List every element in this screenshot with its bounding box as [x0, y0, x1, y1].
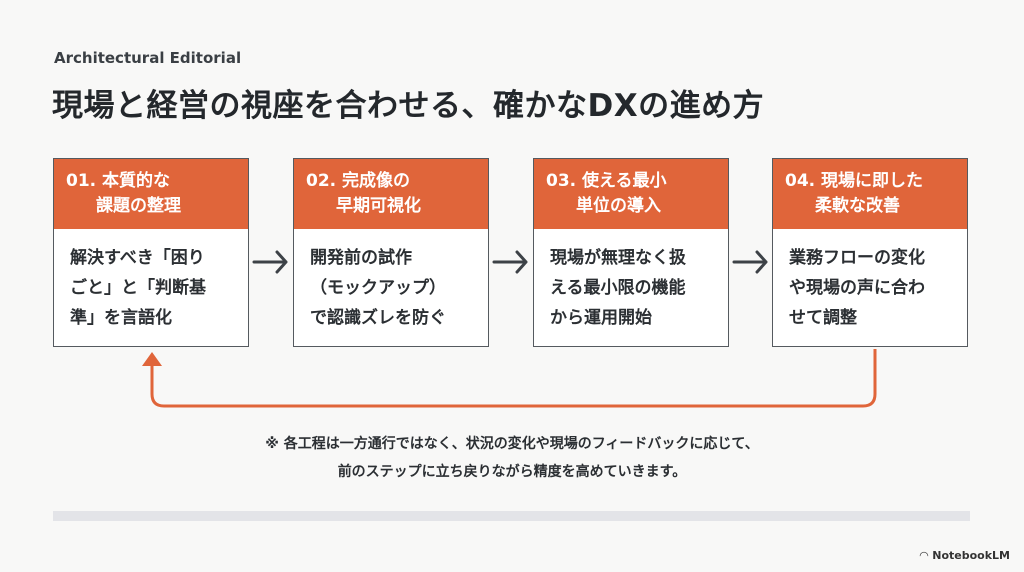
footnote-line: 前のステップに立ち戻りながら精度を高めていきます。	[337, 464, 687, 480]
arrow-right-icon	[492, 250, 528, 274]
step-header: 03. 使える最小単位の導入	[534, 159, 728, 229]
step-title-line: 単位の導入	[576, 196, 661, 216]
step-card-2: 02. 完成像の早期可視化 開発前の試作 （モックアップ） で認識ズレを防ぐ	[293, 158, 489, 347]
step-body: 解決すべき「困りごと」と「判断基準」を言語化	[54, 229, 248, 333]
step-card-1: 01. 本質的な課題の整理 解決すべき「困りごと」と「判断基準」を言語化	[53, 158, 249, 347]
step-body-line: 解決すべき「困り	[70, 248, 205, 268]
step-body-line: 開発前の試作	[310, 248, 412, 268]
step-body-line: （モックアップ）	[310, 278, 446, 298]
step-title-line: 04. 現場に即した	[785, 171, 924, 191]
step-body-line: ごと」と「判断基	[70, 278, 206, 298]
step-header: 04. 現場に即した柔軟な改善	[773, 159, 967, 229]
step-card-3: 03. 使える最小単位の導入 現場が無理なく扱える最小限の機能から運用開始	[533, 158, 729, 347]
step-body-line: 業務フローの変化	[789, 248, 925, 268]
divider-bar	[53, 511, 970, 521]
step-body-line: せて調整	[789, 308, 857, 328]
notebooklm-icon: ◠	[919, 549, 929, 562]
step-header: 02. 完成像の早期可視化	[294, 159, 488, 229]
step-body-line: で認識ズレを防ぐ	[310, 308, 446, 328]
step-title-line: 柔軟な改善	[815, 196, 900, 216]
footnote-line: ※ 各工程は一方通行ではなく、状況の変化や現場のフィードバックに応じて、	[265, 436, 759, 452]
step-card-4: 04. 現場に即した柔軟な改善 業務フローの変化や現場の声に合わせて調整	[772, 158, 968, 347]
step-title-line: 早期可視化	[336, 196, 421, 216]
arrow-right-icon	[252, 250, 288, 274]
step-body-line: から運用開始	[550, 308, 652, 328]
footnote: ※ 各工程は一方通行ではなく、状況の変化や現場のフィードバックに応じて、前のステ…	[0, 430, 1024, 486]
step-title-line: 03. 使える最小	[546, 171, 667, 191]
page-title: 現場と経営の視座を合わせる、確かなDXの進め方	[52, 88, 765, 124]
step-body-line: える最小限の機能	[550, 278, 686, 298]
logo-text: NotebookLM	[932, 549, 1010, 562]
step-header: 01. 本質的な課題の整理	[54, 159, 248, 229]
step-title-line: 02. 完成像の	[306, 171, 411, 191]
step-body-line: や現場の声に合わ	[789, 278, 925, 298]
step-body-line: 準」を言語化	[70, 308, 172, 328]
step-body-line: 現場が無理なく扱	[550, 248, 686, 268]
subtitle: Architectural Editorial	[54, 49, 242, 67]
notebooklm-logo: ◠NotebookLM	[920, 549, 1010, 562]
step-body: 業務フローの変化や現場の声に合わせて調整	[773, 229, 967, 333]
step-title-line: 課題の整理	[96, 196, 181, 216]
loop-back-arrow	[150, 349, 877, 408]
arrowhead-icon	[142, 352, 162, 366]
step-body: 現場が無理なく扱える最小限の機能から運用開始	[534, 229, 728, 333]
arrow-right-icon	[732, 250, 768, 274]
step-title-line: 01. 本質的な	[66, 171, 171, 191]
step-body: 開発前の試作 （モックアップ） で認識ズレを防ぐ	[294, 229, 488, 333]
